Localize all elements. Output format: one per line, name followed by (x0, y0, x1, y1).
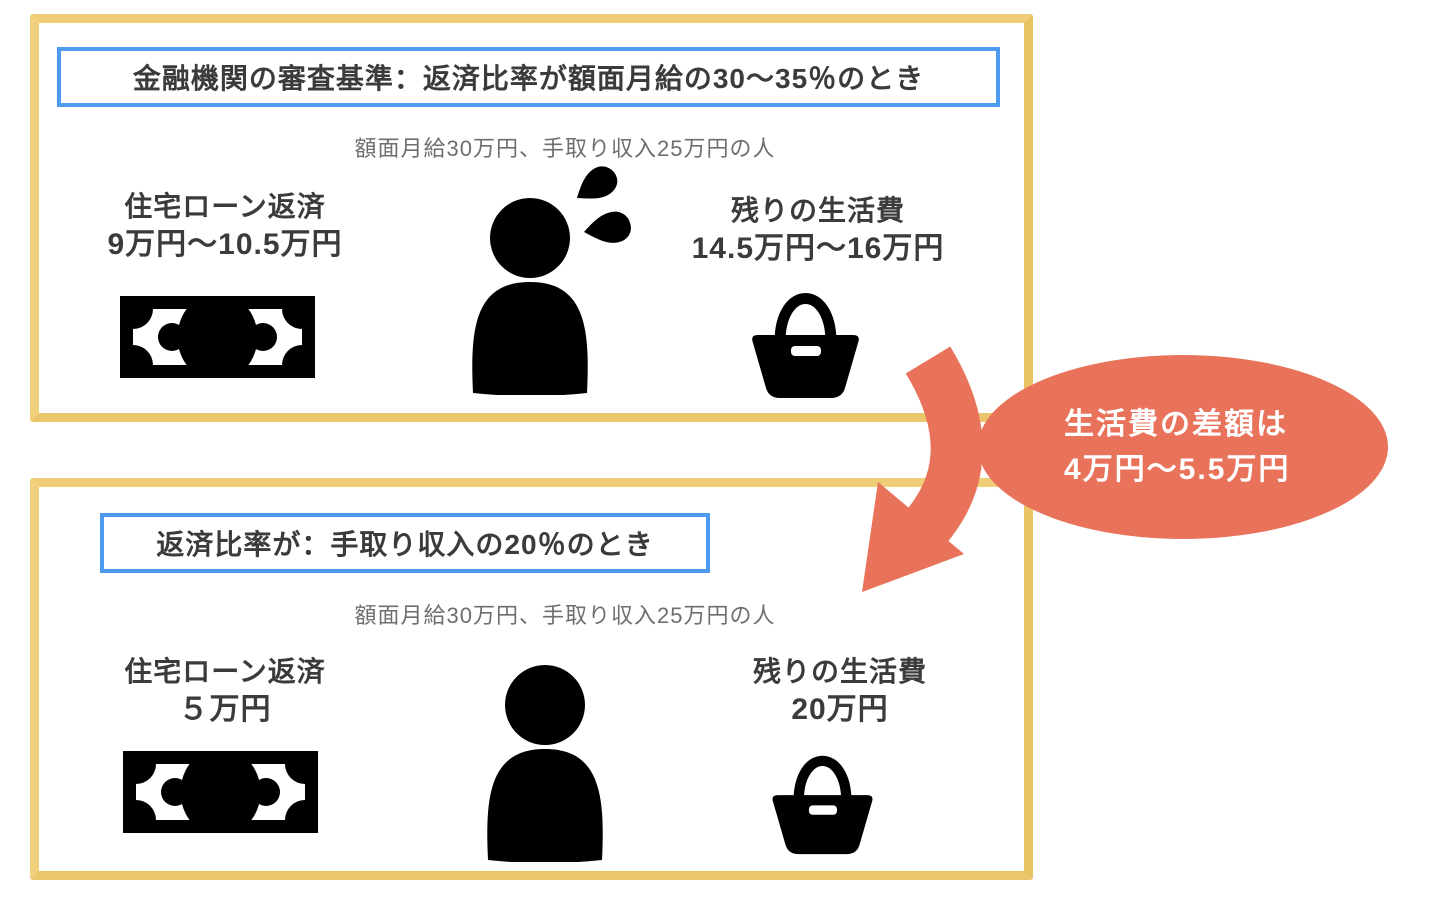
person-icon (472, 166, 631, 395)
income-profile-note-top: 額面月給30万円、手取り収入25万円の人 (354, 136, 776, 161)
living-cost-figure-top: 残りの生活費 14.5万円〜16万円 (653, 192, 983, 268)
difference-callout-line2: 4万円〜5.5万円 (1064, 453, 1291, 486)
tote-bag-icon (752, 293, 859, 398)
difference-callout: 生活費の差額は 4万円〜5.5万円 (978, 355, 1388, 539)
money-bill-icon (120, 296, 315, 378)
tote-bag-icon (772, 755, 873, 855)
mortgage-payment-label: 住宅ローン返済 (124, 191, 326, 222)
takehome-criteria-title: 返済比率が：手取り収入の20％のとき (100, 513, 710, 573)
living-cost-label: 残りの生活費 (752, 656, 927, 687)
sweat-drops-icon (577, 166, 631, 243)
takehome-criteria-title-text: 返済比率が：手取り収入の20％のとき (156, 529, 654, 560)
living-cost-label: 残りの生活費 (730, 195, 905, 226)
mortgage-payment-figure-top: 住宅ローン返済 9万円〜10.5万円 (60, 188, 390, 264)
money-bill-icon (123, 751, 318, 833)
living-cost-figure-bottom: 残りの生活費 20万円 (675, 653, 1005, 729)
difference-callout-line1: 生活費の差額は (1064, 408, 1288, 441)
mortgage-payment-label: 住宅ローン返済 (124, 656, 326, 687)
living-cost-value: 20万円 (791, 693, 889, 726)
person-icon (487, 665, 603, 862)
mortgage-payment-figure-bottom: 住宅ローン返済 ５万円 (60, 653, 390, 729)
bank-criteria-title: 金融機関の審査基準：返済比率が額面月給の30〜35％のとき (57, 47, 1000, 107)
curved-arrow-icon (862, 346, 983, 592)
mortgage-payment-value: ５万円 (178, 693, 272, 726)
mortgage-payment-value: 9万円〜10.5万円 (107, 228, 343, 261)
bank-criteria-title-text: 金融機関の審査基準：返済比率が額面月給の30〜35％のとき (132, 63, 925, 94)
income-profile-note-bottom: 額面月給30万円、手取り収入25万円の人 (354, 603, 776, 628)
living-cost-value: 14.5万円〜16万円 (691, 232, 945, 265)
